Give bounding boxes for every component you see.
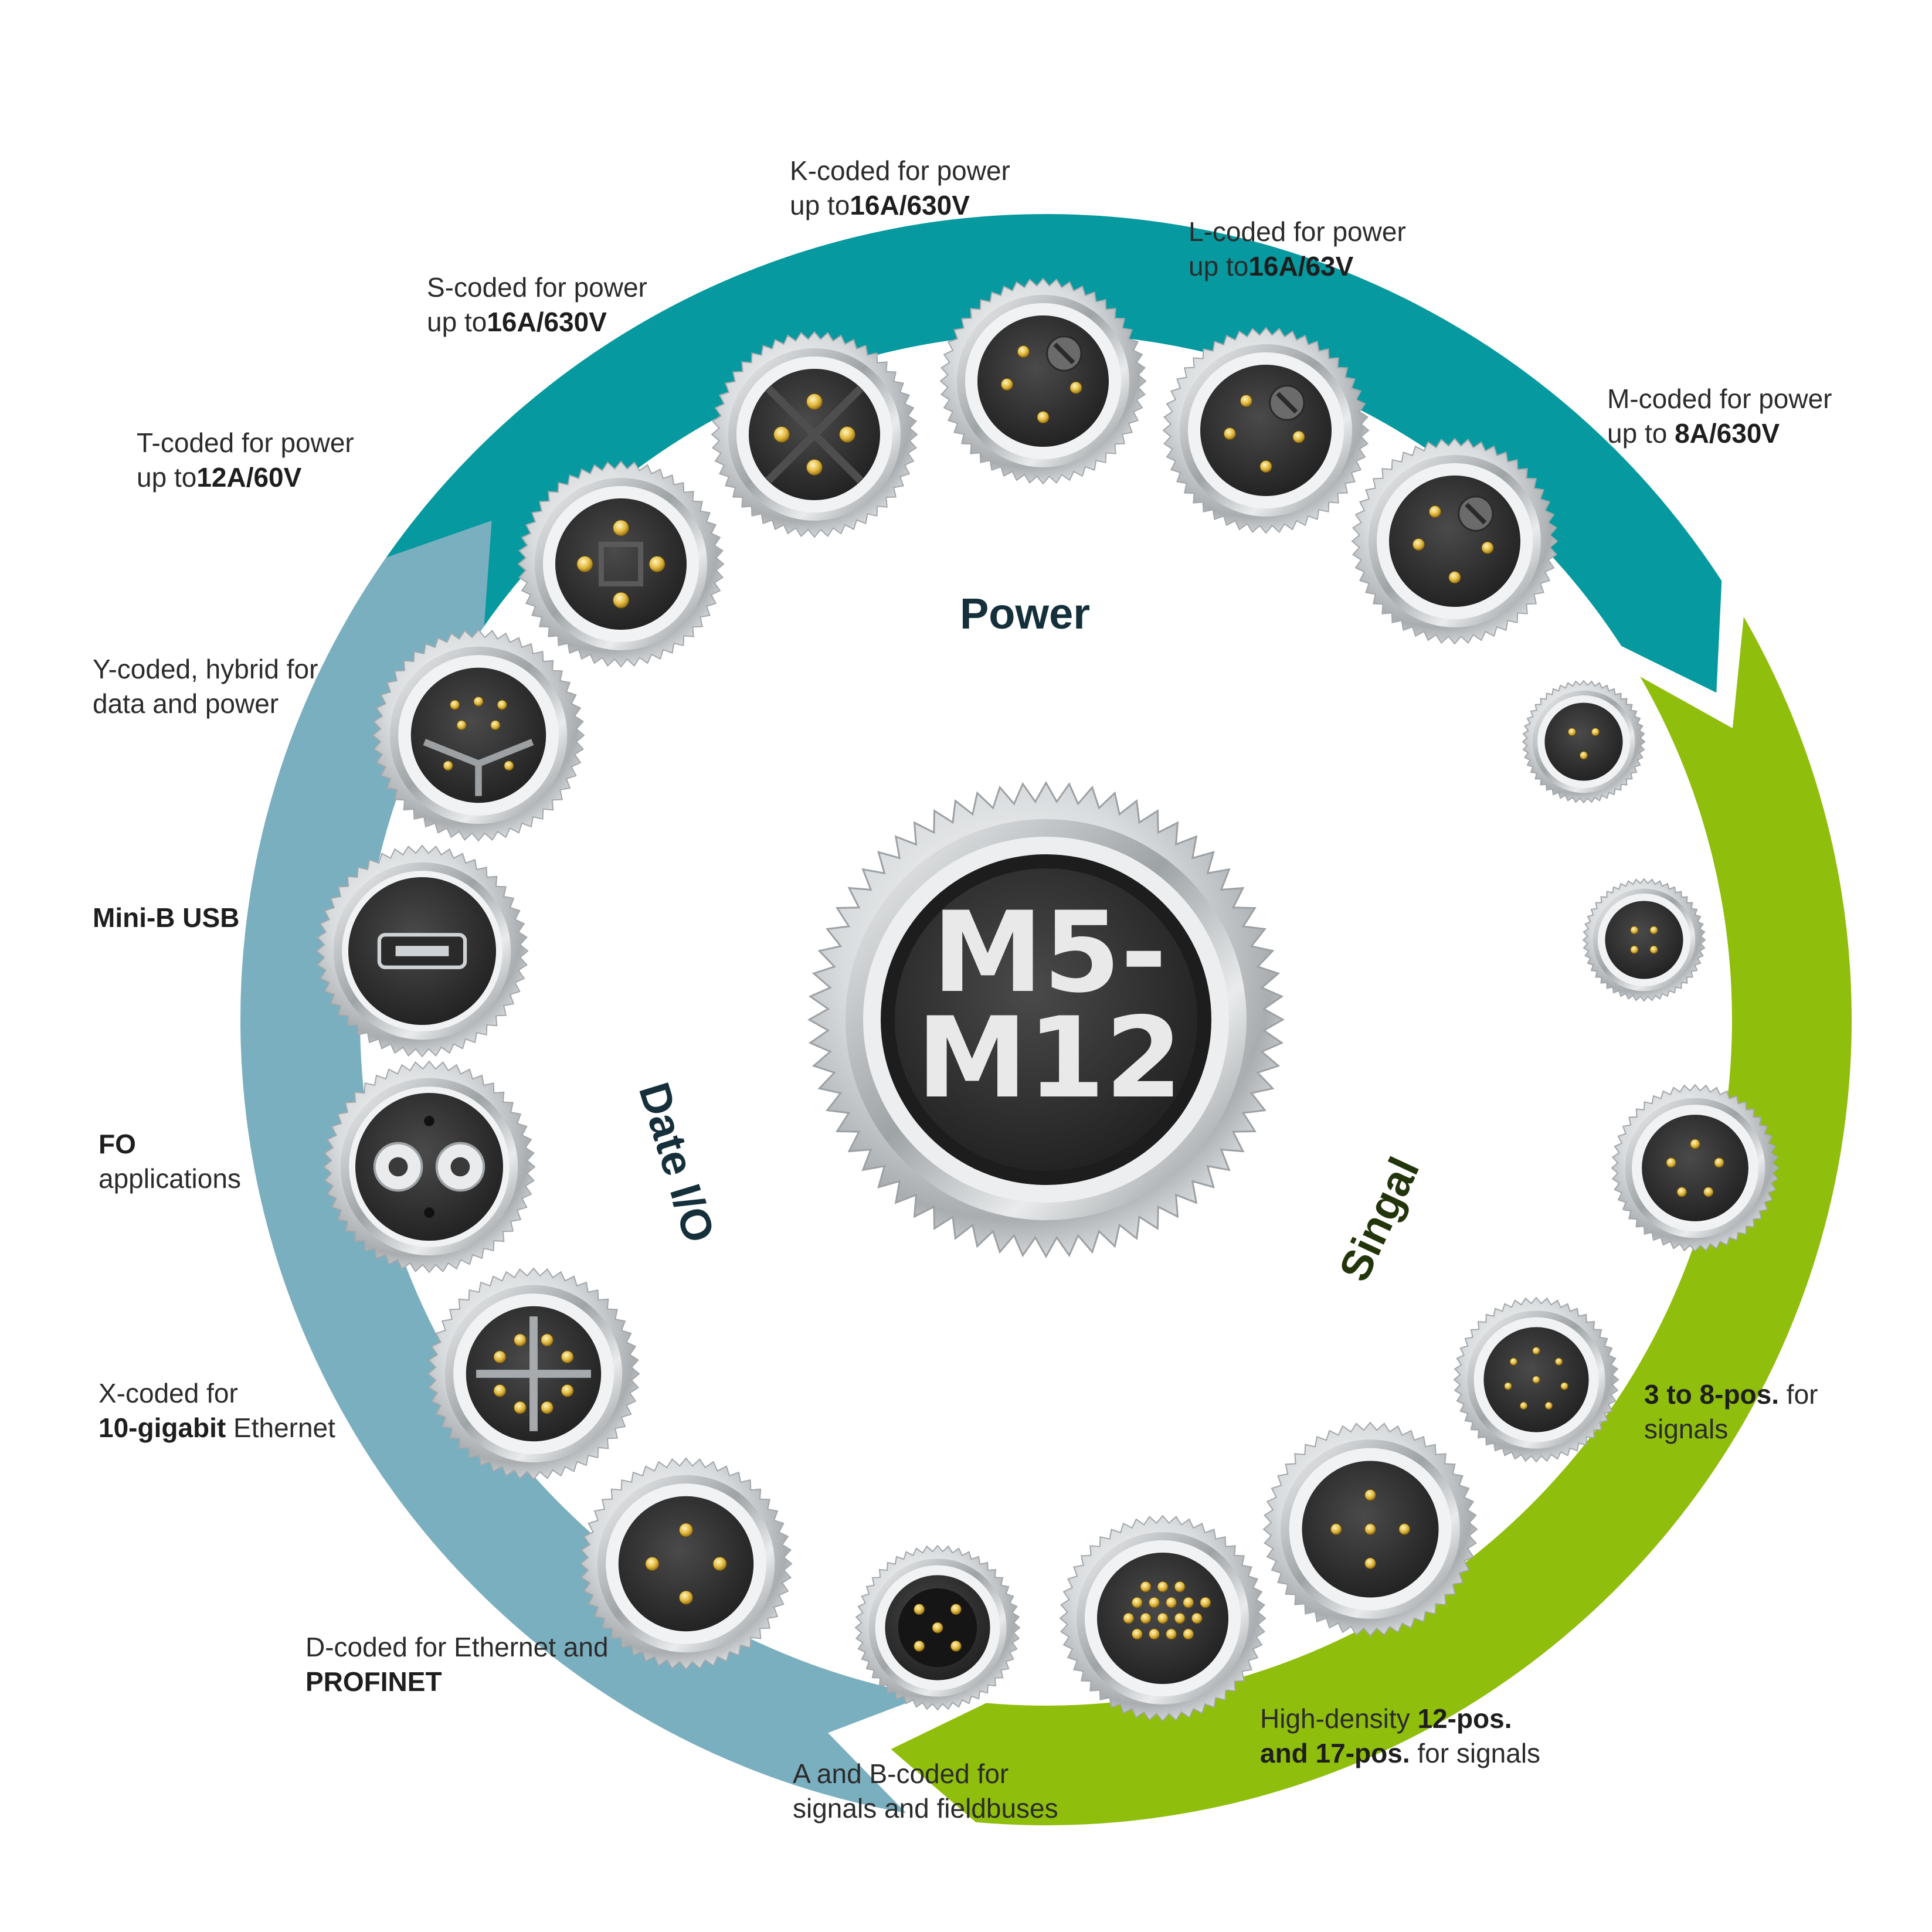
label-mini-b-usb: Mini-B USB: [93, 901, 239, 935]
label-fo-line-1: FO: [99, 1129, 136, 1159]
label-a-b-coded-line-2: signals and fieldbuses: [793, 1793, 1058, 1824]
signal-segment: [891, 617, 1852, 1826]
data-io-segment-label: Date I/O: [630, 1077, 724, 1248]
label-y-coded-line-2: data and power: [93, 688, 279, 719]
label-s-coded: S-coded for power up to16A/630V: [427, 270, 647, 339]
label-a-b-coded: A and B-coded for signals and fieldbuses: [793, 1757, 1058, 1826]
label-high-density-line-1: High-density 12-pos.: [1260, 1703, 1512, 1734]
label-x-coded-line-1: X-coded for: [99, 1378, 238, 1408]
power-segment: [348, 214, 1722, 693]
m8-small-connector-icon: [1582, 878, 1706, 1002]
l-coded-power-connector-icon: [1162, 327, 1370, 534]
mini-b-usb-connector-icon: [315, 844, 529, 1058]
fiber-optic-connector-icon: [322, 1060, 536, 1274]
label-fo: FO applications: [99, 1127, 241, 1196]
label-mini-b-usb-line-1: Mini-B USB: [93, 902, 240, 933]
3-to-8-pos-signal-connector-icon: [1453, 1296, 1619, 1463]
s-coded-power-connector-icon: [711, 331, 918, 538]
t-coded-power-connector-icon: [517, 460, 725, 668]
center-title-line-1: M5-: [932, 888, 1167, 1017]
y-coded-hybrid-connector-icon: [372, 629, 585, 842]
signal-segment-label: Singal: [1329, 1150, 1428, 1288]
label-m-coded-line-2: up to 8A/630V: [1607, 418, 1780, 449]
a-b-coded-signal-connector-icon: [854, 1544, 1021, 1711]
label-l-coded-line-2: up to16A/63V: [1189, 251, 1354, 281]
label-m-coded: M-coded for power up to 8A/630V: [1607, 382, 1832, 451]
label-3-to-8-pos: 3 to 8-pos. for signals: [1644, 1377, 1818, 1447]
center-m5-m12-connector: M5- M12: [807, 780, 1285, 1259]
label-3-to-8-pos-line-2: signals: [1644, 1414, 1729, 1444]
label-high-density-line-2: and 17-pos. for signals: [1260, 1738, 1541, 1768]
connector-icons: [315, 277, 1780, 1722]
label-k-coded: K-coded for power up to16A/630V: [790, 154, 1010, 223]
m5-small-connector-icon: [1522, 680, 1646, 804]
label-high-density: High-density 12-pos. and 17-pos. for sig…: [1260, 1702, 1540, 1771]
label-l-coded: L-coded for power up to16A/63V: [1189, 215, 1406, 284]
label-y-coded-line-1: Y-coded, hybrid for: [93, 654, 318, 684]
label-d-coded-line-1: D-coded for Ethernet and: [305, 1632, 609, 1662]
label-t-coded-line-2: up to12A/60V: [137, 462, 302, 493]
label-s-coded-line-2: up to16A/630V: [427, 307, 607, 337]
d-coded-ethernet-connector-icon: [579, 1457, 793, 1670]
label-k-coded-line-1: K-coded for power: [790, 155, 1010, 186]
label-3-to-8-pos-line-1: 3 to 8-pos. for: [1644, 1379, 1818, 1410]
label-l-coded-line-1: L-coded for power: [1189, 216, 1406, 247]
label-fo-line-2: applications: [99, 1163, 241, 1194]
k-coded-power-connector-icon: [939, 277, 1147, 485]
label-d-coded: D-coded for Ethernet and PROFINET: [305, 1630, 609, 1699]
high-density-connector-icon: [1059, 1515, 1267, 1722]
label-x-coded: X-coded for 10-gigabit Ethernet: [99, 1376, 335, 1445]
x-coded-ethernet-connector-icon: [427, 1267, 640, 1481]
label-x-coded-line-2: 10-gigabit Ethernet: [99, 1413, 335, 1443]
label-y-coded: Y-coded, hybrid for data and power: [93, 652, 318, 721]
m-coded-power-connector-icon: [1351, 437, 1558, 645]
label-m-coded-line-1: M-coded for power: [1607, 383, 1832, 414]
data-io-segment: [240, 520, 927, 1814]
label-t-coded-line-1: T-coded for power: [137, 427, 354, 458]
center-title-line-2: M12: [916, 993, 1182, 1123]
label-d-coded-line-2: PROFINET: [305, 1666, 442, 1697]
label-k-coded-line-2: up to16A/630V: [790, 190, 970, 220]
m12-5pos-connector-icon: [1262, 1421, 1478, 1637]
label-a-b-coded-line-1: A and B-coded for: [793, 1758, 1009, 1789]
power-segment-label: Power: [960, 589, 1090, 638]
label-s-coded-line-1: S-coded for power: [427, 272, 647, 303]
m8-5pos-connector-icon: [1611, 1084, 1780, 1252]
label-t-coded: T-coded for power up to12A/60V: [137, 426, 354, 495]
